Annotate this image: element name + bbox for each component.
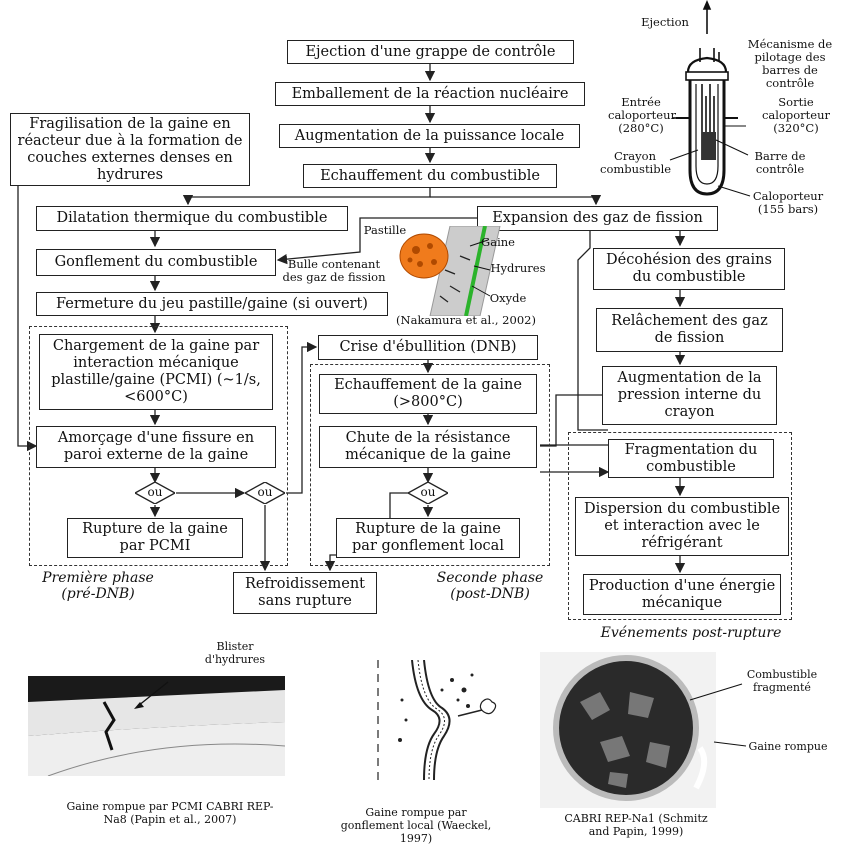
combustible-fragmente-label: Combustible fragmenté <box>746 668 818 694</box>
local-swelling-sketch <box>377 660 497 780</box>
fragmented-fuel-photo <box>540 652 716 808</box>
phase1-subtitle: (pré-DNB) <box>61 586 135 602</box>
box-crise: Crise d'ébullition (DNB) <box>318 335 538 360</box>
reactor-barre-label: Barre de contrôle <box>754 149 806 176</box>
pellet-pastille-label: Pastille <box>363 223 407 237</box>
photo1-caption: Gaine rompue par PCMI CABRI REP-Na8 (Pap… <box>66 800 274 826</box>
gaine-rompue-label: Gaine rompue <box>748 740 828 753</box>
box-refroidissement: Refroidissement sans rupture <box>233 572 377 614</box>
reactor-caloporteur-label: Caloporteur (155 bars) <box>752 189 824 216</box>
pellet-oxyde-label: Oxyde <box>489 291 527 305</box>
pellet-hydrures-label: Hydrures <box>490 261 546 275</box>
box-fermeture: Fermeture du jeu pastille/gaine (si ouve… <box>36 292 388 316</box>
box-fragmentation: Fragmentation du combustible <box>608 439 774 478</box>
box-echauffement-combustible: Echauffement du combustible <box>303 164 557 188</box>
box-dilatation: Dilatation thermique du combustible <box>36 206 348 231</box>
pellet-reference: (Nakamura et al., 2002) <box>396 313 536 327</box>
phase2-subtitle: (post-DNB) <box>450 586 530 602</box>
pcmi-rupture-photo <box>28 676 285 776</box>
box-rupture-pcmi: Rupture de la gaine par PCMI <box>67 518 243 558</box>
box-decohesion: Décohésion des grains du combustible <box>593 248 785 290</box>
phase2-label: Seconde phase (post-DNB) <box>420 570 560 602</box>
phase1-label: Première phase (pré-DNB) <box>28 570 168 602</box>
blister-label: Blister d'hydrures <box>204 640 266 666</box>
box-fragilisation: Fragilisation de la gaine en réacteur du… <box>10 113 250 186</box>
decision-or-2: ou <box>245 482 285 504</box>
phase2-group <box>310 364 550 566</box>
decision-label: ou <box>257 485 273 499</box>
reactor-entree-label: Entrée caloporteur (280°C) <box>608 95 677 135</box>
box-amorcage: Amorçage d'une fissure en paroi externe … <box>36 426 276 468</box>
phase2-title: Seconde phase <box>436 570 544 586</box>
reactor-ejection-label: Ejection <box>641 15 689 29</box>
decision-label: ou <box>147 485 163 499</box>
box-production: Production d'une énergie mécanique <box>583 574 781 615</box>
post-rupture-label: Evénements post-rupture <box>600 625 782 641</box>
reactor-mecanisme-label: Mécanisme de pilotage des barres de cont… <box>747 37 833 90</box>
box-augmentation-puissance: Augmentation de la puissance locale <box>279 124 580 148</box>
pellet-bulle-label: Bulle contenant des gaz de fission <box>282 257 386 284</box>
box-chute: Chute de la résistance mécanique de la g… <box>319 426 537 468</box>
box-dispersion: Dispersion du combustible et interaction… <box>575 497 789 556</box>
box-chargement: Chargement de la gaine par interaction m… <box>39 334 273 410</box>
phase1-group <box>29 326 288 566</box>
post-rupture-group <box>568 432 792 620</box>
reactor-vessel-illustration <box>669 0 751 197</box>
box-relachement: Relâchement des gaz de fission <box>596 308 783 352</box>
phase1-title: Première phase <box>42 570 154 586</box>
pellet-cladding-illustration <box>399 226 501 316</box>
box-expansion-gaz: Expansion des gaz de fission <box>477 206 718 231</box>
photo2-caption: Gaine rompue par gonflement local (Waeck… <box>340 806 492 845</box>
decision-or-1: ou <box>135 482 175 504</box>
reactor-crayon-label: Crayon combustible <box>600 149 672 176</box>
box-rupture-gonflement: Rupture de la gaine par gonflement local <box>336 518 520 558</box>
reactor-sortie-label: Sortie caloporteur (320°C) <box>761 95 830 135</box>
box-emballement: Emballement de la réaction nucléaire <box>275 82 585 106</box>
box-augmentation-pression: Augmentation de la pression interne du c… <box>602 366 777 425</box>
box-ejection: Ejection d'une grappe de contrôle <box>287 40 574 64</box>
decision-or-3: ou <box>408 482 448 504</box>
pellet-gaine-label: Gaine <box>481 235 515 249</box>
photo3-caption: CABRI REP-Na1 (Schmitz and Papin, 1999) <box>564 812 708 838</box>
box-echauffement-gaine: Echauffement de la gaine (>800°C) <box>319 374 537 414</box>
box-gonflement: Gonflement du combustible <box>36 249 276 276</box>
decision-label: ou <box>420 485 436 499</box>
